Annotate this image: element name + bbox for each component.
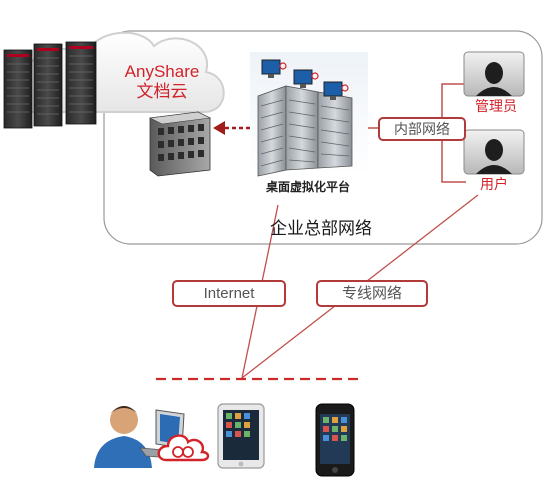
tablet-icon bbox=[217, 403, 265, 469]
user-label: 用户 bbox=[480, 176, 508, 192]
cloud-title-line1: AnyShare bbox=[124, 62, 200, 81]
phone-icon bbox=[315, 403, 355, 477]
building-icon bbox=[148, 111, 212, 177]
internet-pill: Internet bbox=[172, 280, 286, 307]
cloud-title-line2: 文档云 bbox=[136, 82, 188, 101]
cloud-title: AnyShare 文档云 bbox=[110, 62, 214, 102]
internal-network-pill: 内部网络 bbox=[378, 117, 466, 141]
user-avatar-icon bbox=[463, 129, 525, 175]
vdi-label: 桌面虚拟化平台 bbox=[265, 180, 350, 194]
hq-network-label: 企业总部网络 bbox=[270, 219, 372, 238]
arrow-vdi-to-cloud-head bbox=[213, 121, 225, 135]
vdi-server-icon bbox=[250, 52, 368, 177]
server-icon bbox=[3, 41, 97, 129]
dedicated-network-pill: 专线网络 bbox=[316, 280, 428, 307]
admin-label: 管理员 bbox=[475, 98, 517, 114]
sync-cloud-icon bbox=[157, 434, 210, 462]
admin-avatar-icon bbox=[463, 51, 525, 97]
